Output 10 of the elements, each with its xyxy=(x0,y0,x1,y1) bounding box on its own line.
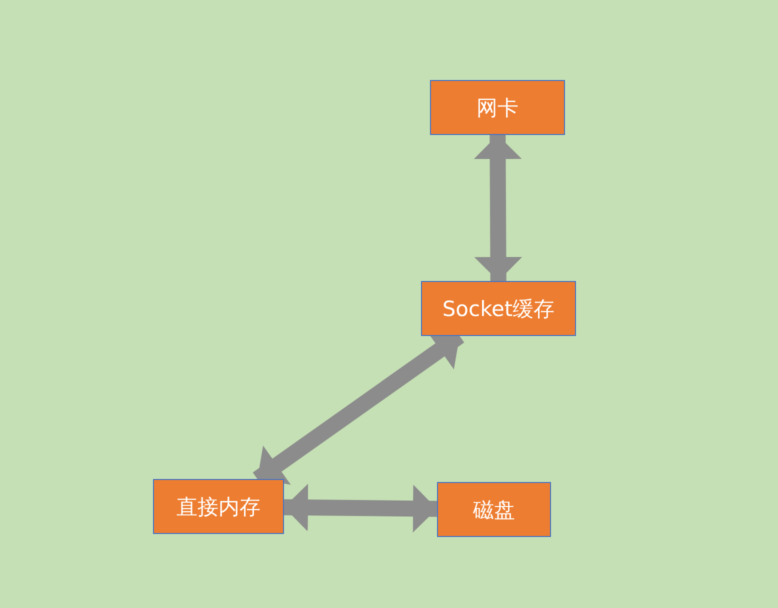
process-box xyxy=(430,80,565,135)
box-label: Socket缓存 xyxy=(442,296,555,322)
process-box xyxy=(421,281,576,336)
double-arrow xyxy=(474,134,522,282)
box-label: 网卡 xyxy=(476,94,518,122)
double-arrow xyxy=(284,483,438,533)
process-box xyxy=(153,479,284,534)
process-box xyxy=(437,482,551,537)
box-label: 磁盘 xyxy=(473,496,515,524)
box-label: 直接内存 xyxy=(176,494,260,520)
